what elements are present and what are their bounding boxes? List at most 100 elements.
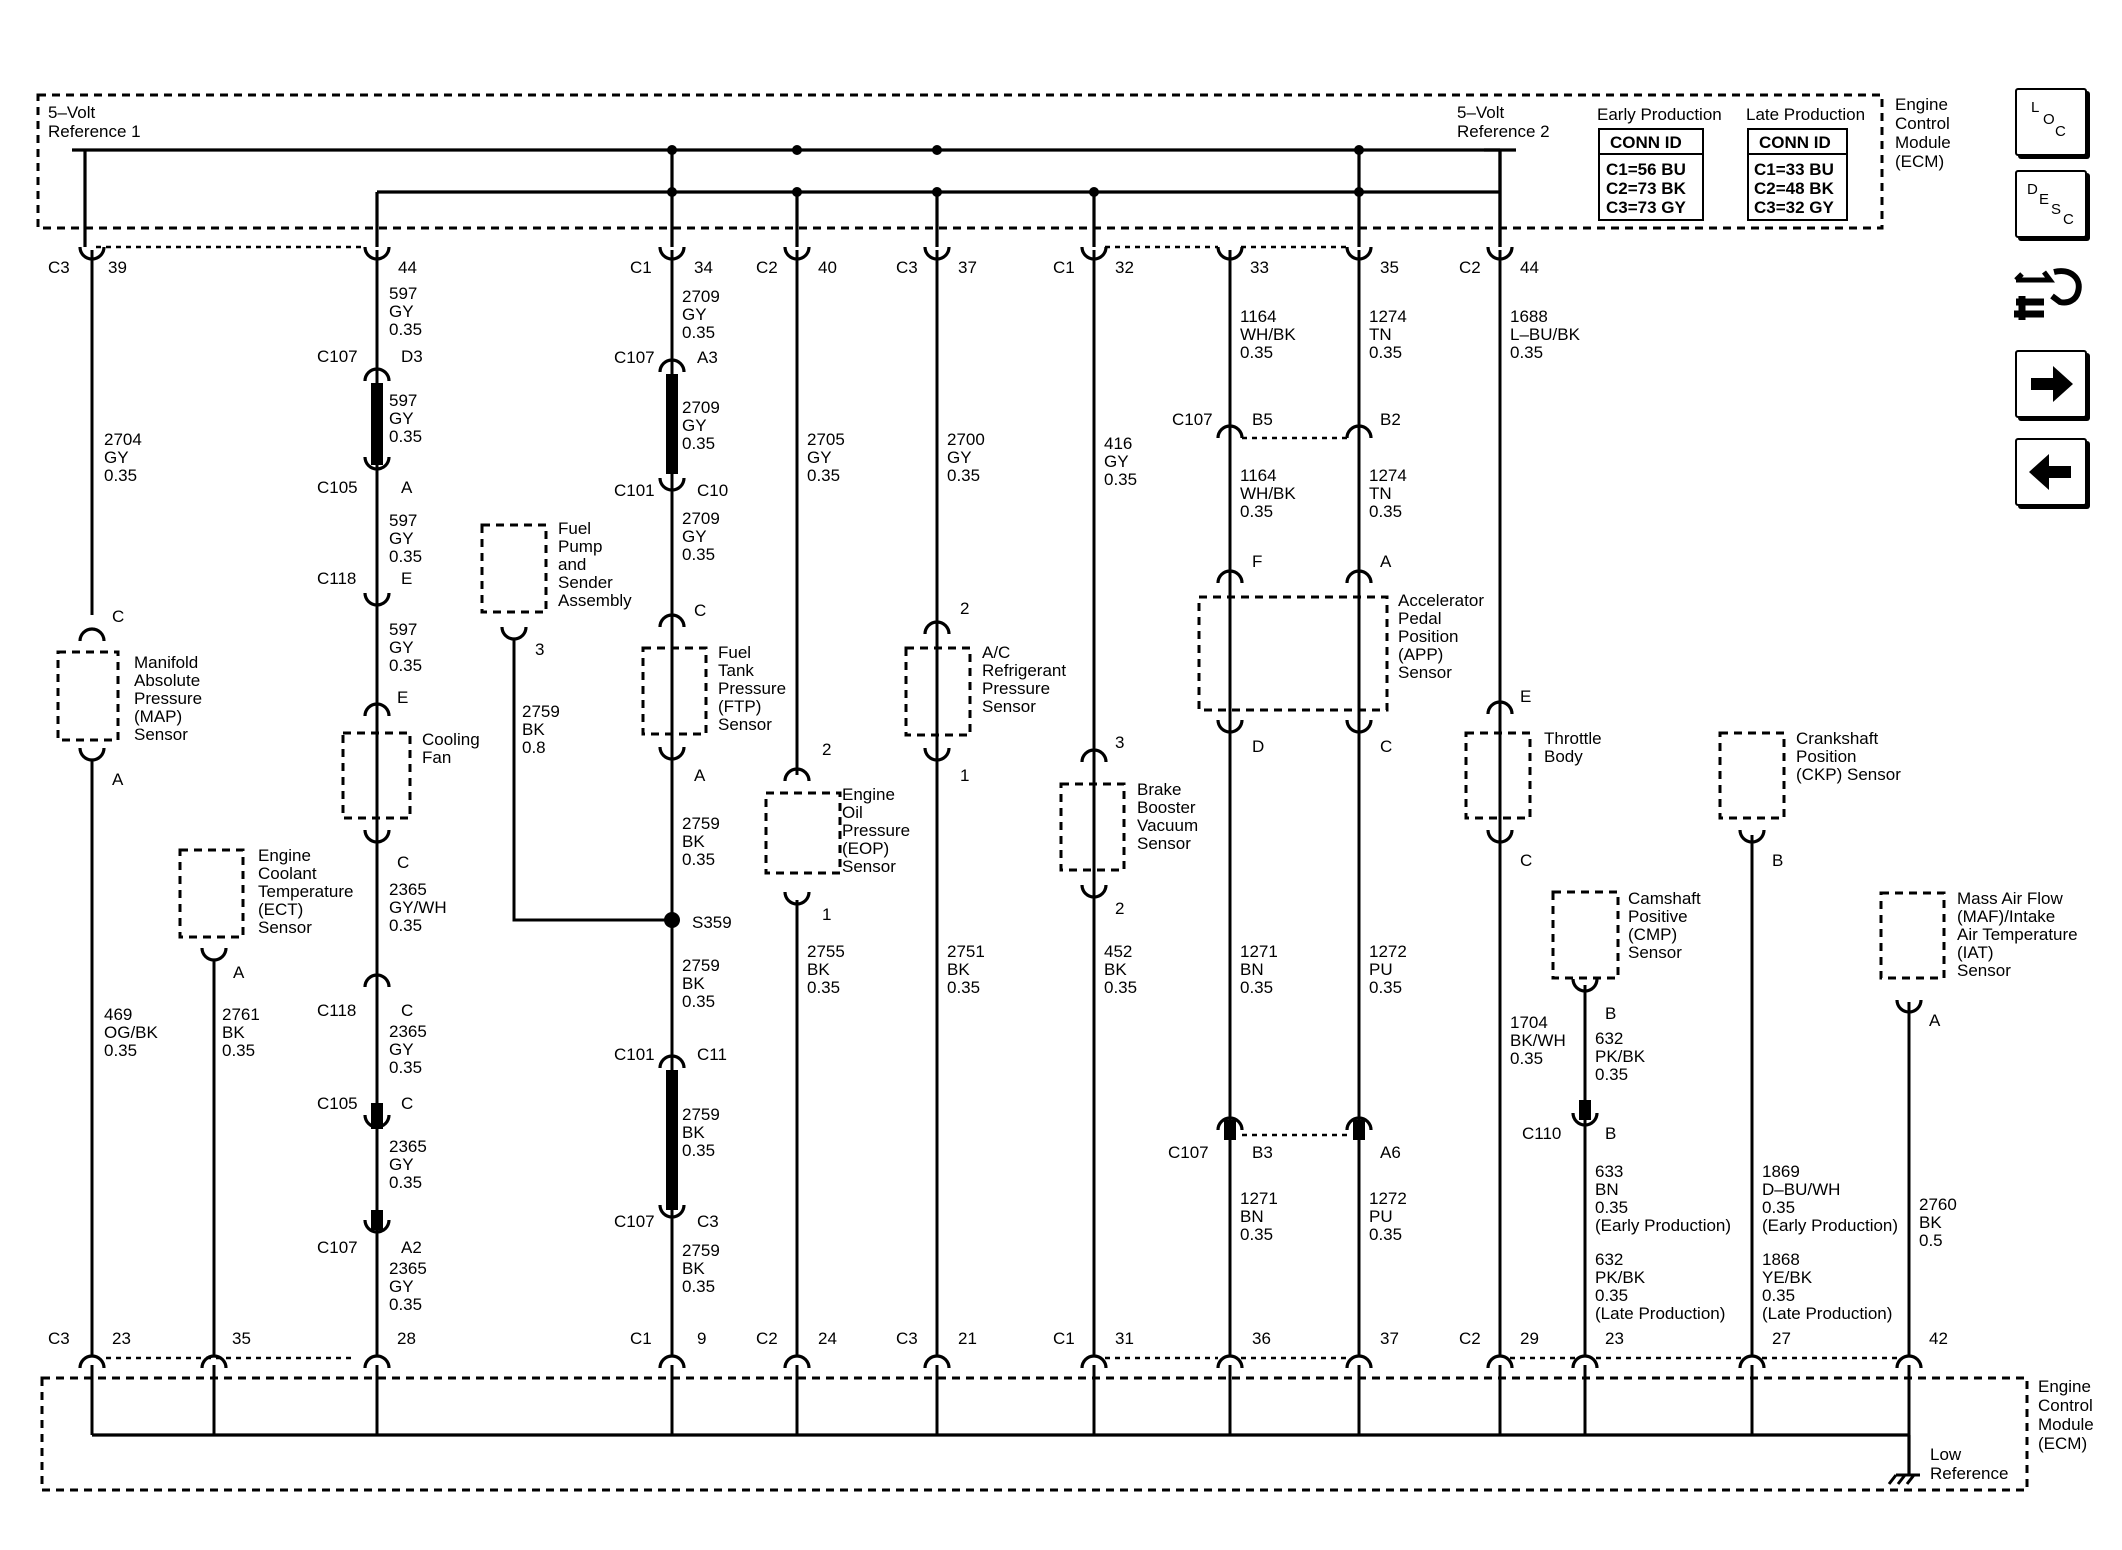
svg-text:23: 23 [1605,1329,1624,1348]
svg-text:33: 33 [1250,258,1269,277]
loc-button[interactable]: L O C [2015,88,2087,156]
svg-text:A: A [112,770,124,789]
svg-text:C107: C107 [1172,410,1213,429]
svg-text:F: F [1252,552,1262,571]
svg-text:34: 34 [694,258,713,277]
svg-text:29: 29 [1520,1329,1539,1348]
svg-text:A: A [401,478,413,497]
svg-text:B5: B5 [1252,410,1273,429]
svg-text:2: 2 [822,740,831,759]
svg-text:C2: C2 [756,1329,778,1348]
svg-text:C118: C118 [317,1001,356,1020]
svg-text:C3: C3 [48,258,70,277]
svg-text:35: 35 [1380,258,1399,277]
svg-text:C: C [2063,211,2074,228]
svg-text:D: D [2027,181,2038,198]
arrow-right-icon [2031,366,2073,402]
arrow-left-icon [2029,454,2071,490]
component-pin-labels: C A E C A 3 C A 2 1 2 1 3 2 F A D C E C … [112,552,1941,1030]
circuit-app [1197,246,1389,1435]
prev-page-button[interactable] [2015,438,2087,506]
svg-text:C1: C1 [1053,258,1075,277]
svg-text:C: C [112,607,124,626]
svg-text:A2: A2 [401,1238,422,1257]
next-page-button[interactable] [2015,350,2087,418]
svg-text:39: 39 [108,258,127,277]
svg-text:C3: C3 [697,1212,719,1231]
svg-text:35: 35 [232,1329,251,1348]
svg-text:E: E [2039,191,2049,208]
svg-text:C2: C2 [1459,1329,1481,1348]
svg-text:24: 24 [818,1329,837,1348]
circuit-ac [904,246,972,1435]
svg-text:B2: B2 [1380,410,1401,429]
svg-text:C107: C107 [614,1212,655,1231]
svg-text:C3: C3 [48,1329,70,1348]
svg-text:C3: C3 [896,258,918,277]
svg-text:37: 37 [958,258,977,277]
svg-text:2: 2 [960,599,969,618]
svg-text:32: 32 [1115,258,1134,277]
svg-text:D3: D3 [401,347,423,366]
svg-text:B: B [1605,1004,1616,1023]
svg-text:40: 40 [818,258,837,277]
low-ref-bus [92,1433,1911,1475]
svg-text:28: 28 [397,1329,416,1348]
svg-text:23: 23 [112,1329,131,1348]
svg-text:37: 37 [1380,1329,1399,1348]
svg-text:L: L [2031,99,2039,116]
circuit-ckp [1718,731,1786,1435]
circuit-ftp [641,246,708,1435]
connector-tool-icon[interactable] [2010,262,2090,332]
svg-text:B: B [1605,1124,1616,1143]
desc-button[interactable]: D E S C [2015,170,2087,238]
svg-text:C105: C105 [317,1094,358,1113]
svg-text:44: 44 [398,258,417,277]
svg-text:E: E [397,688,408,707]
svg-text:C101: C101 [614,481,655,500]
svg-text:A: A [1380,552,1392,571]
circuit-fan [341,246,412,1435]
svg-text:A6: A6 [1380,1143,1401,1162]
svg-text:3: 3 [535,640,544,659]
svg-text:A: A [1929,1011,1941,1030]
svg-text:44: 44 [1520,258,1539,277]
circuit-eop [764,246,842,1435]
svg-text:C1: C1 [630,1329,652,1348]
svg-text:CONN ID: CONN ID [1759,133,1831,152]
svg-text:C107: C107 [317,347,358,366]
